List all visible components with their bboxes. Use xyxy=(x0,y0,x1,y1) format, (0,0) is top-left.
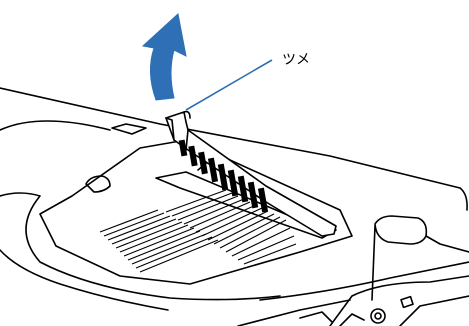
claw-callout-label: ツメ xyxy=(282,49,310,69)
laptop-base-outline xyxy=(0,88,469,326)
claw-callout-leader xyxy=(186,60,272,110)
lift-direction-arrow xyxy=(143,14,186,100)
